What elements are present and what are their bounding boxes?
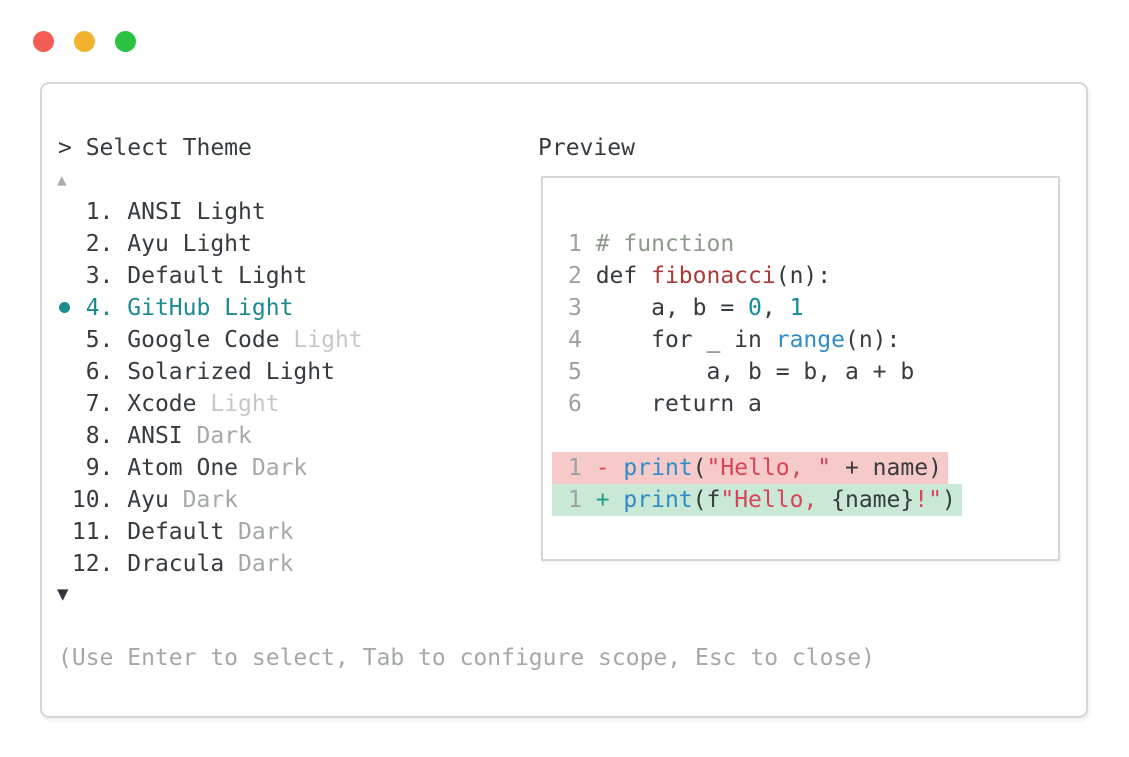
theme-list-item[interactable]: 7. Xcode Light xyxy=(58,388,363,420)
theme-list-item[interactable]: 4. GitHub Light xyxy=(58,292,363,324)
theme-item-number: 7. xyxy=(58,391,128,417)
theme-item-name: Default xyxy=(127,519,239,545)
theme-list-item[interactable]: 11. Default Dark xyxy=(58,516,363,548)
code-preview: 1 # function 2 def fibonacci(n): 3 a, b = … xyxy=(543,178,1058,516)
code-line xyxy=(568,420,1058,452)
theme-item-name: Atom One xyxy=(127,455,252,481)
preview-pane: 1 # function 2 def fibonacci(n): 3 a, b = … xyxy=(541,176,1060,561)
theme-item-name: ANSI xyxy=(127,199,197,225)
close-button[interactable] xyxy=(33,31,54,52)
diff-line-add: 1 + print(f"Hello, {name}!") xyxy=(552,484,1058,516)
theme-item-variant: Light xyxy=(293,327,363,353)
theme-list-item[interactable]: 6. Solarized Light xyxy=(58,356,363,388)
theme-list-item[interactable]: 9. Atom One Dark xyxy=(58,452,363,484)
theme-list-item[interactable]: 3. Default Light xyxy=(58,260,363,292)
theme-item-variant: Dark xyxy=(238,519,294,545)
code-line: 4 for _ in range(n): xyxy=(568,327,901,353)
theme-item-variant: Light xyxy=(265,359,335,385)
theme-item-name: Solarized xyxy=(127,359,266,385)
minimize-button[interactable] xyxy=(74,31,95,52)
theme-list-item[interactable]: 10. Ayu Dark xyxy=(58,484,363,516)
theme-list-item[interactable]: 8. ANSI Dark xyxy=(58,420,363,452)
theme-item-variant: Light xyxy=(196,199,266,225)
code-line: 1 # function xyxy=(568,231,735,257)
theme-item-name: Default xyxy=(127,263,239,289)
picker-title: > Select Theme xyxy=(58,135,252,161)
theme-item-variant: Light xyxy=(210,391,280,417)
theme-item-number: 8. xyxy=(58,423,128,449)
theme-item-name: Ayu xyxy=(127,231,183,257)
preview-label: Preview xyxy=(538,135,635,161)
window-controls xyxy=(33,31,136,52)
theme-item-number: 4. xyxy=(58,295,128,321)
theme-item-number: 9. xyxy=(58,455,128,481)
theme-item-variant: Light xyxy=(238,263,308,289)
theme-item-name: GitHub xyxy=(127,295,225,321)
diff-line-del: 1 - print("Hello, " + name) xyxy=(552,452,1058,484)
theme-item-number: 11. xyxy=(58,519,128,545)
theme-item-name: Google Code xyxy=(127,327,294,353)
diff-removed-highlight: 1 - print("Hello, " + name) xyxy=(552,452,948,484)
theme-item-number: 12. xyxy=(58,551,128,577)
code-line: 6 return a xyxy=(568,391,762,417)
selected-bullet-icon xyxy=(59,302,70,313)
theme-item-number: 1. xyxy=(58,199,128,225)
theme-item-variant: Dark xyxy=(196,423,252,449)
scroll-up-icon[interactable]: ▲ xyxy=(57,170,67,189)
theme-item-number: 2. xyxy=(58,231,128,257)
theme-item-name: Xcode xyxy=(127,391,211,417)
theme-item-number: 3. xyxy=(58,263,128,289)
theme-item-name: ANSI xyxy=(127,423,197,449)
theme-list-item[interactable]: 12. Dracula Dark xyxy=(58,548,363,580)
theme-item-variant: Light xyxy=(224,295,294,321)
theme-item-number: 6. xyxy=(58,359,128,385)
theme-list: 1. ANSI Light 2. Ayu Light 3. Default Li… xyxy=(58,196,363,580)
theme-item-number: 10. xyxy=(58,487,128,513)
footer-hint: (Use Enter to select, Tab to configure s… xyxy=(58,645,875,671)
theme-picker-dialog: > Select Theme Preview ▲ 1. ANSI Light 2… xyxy=(40,82,1088,718)
theme-item-name: Ayu xyxy=(127,487,183,513)
theme-item-variant: Dark xyxy=(251,455,308,481)
theme-list-item[interactable]: 2. Ayu Light xyxy=(58,228,363,260)
zoom-button[interactable] xyxy=(115,31,136,52)
theme-list-item[interactable]: 1. ANSI Light xyxy=(58,196,363,228)
code-line: 2 def fibonacci(n): xyxy=(568,263,832,289)
theme-list-item[interactable]: 5. Google Code Light xyxy=(58,324,363,356)
diff-added-highlight: 1 + print(f"Hello, {name}!") xyxy=(552,484,962,516)
scroll-down-icon[interactable]: ▼ xyxy=(57,583,69,605)
theme-item-name: Dracula xyxy=(127,551,239,577)
code-line: 5 a, b = b, a + b xyxy=(568,359,915,385)
theme-item-variant: Dark xyxy=(238,551,294,577)
theme-item-number: 5. xyxy=(58,327,128,353)
theme-item-variant: Light xyxy=(182,231,252,257)
code-line: 3 a, b = 0, 1 xyxy=(568,295,804,321)
theme-item-variant: Dark xyxy=(182,487,239,513)
